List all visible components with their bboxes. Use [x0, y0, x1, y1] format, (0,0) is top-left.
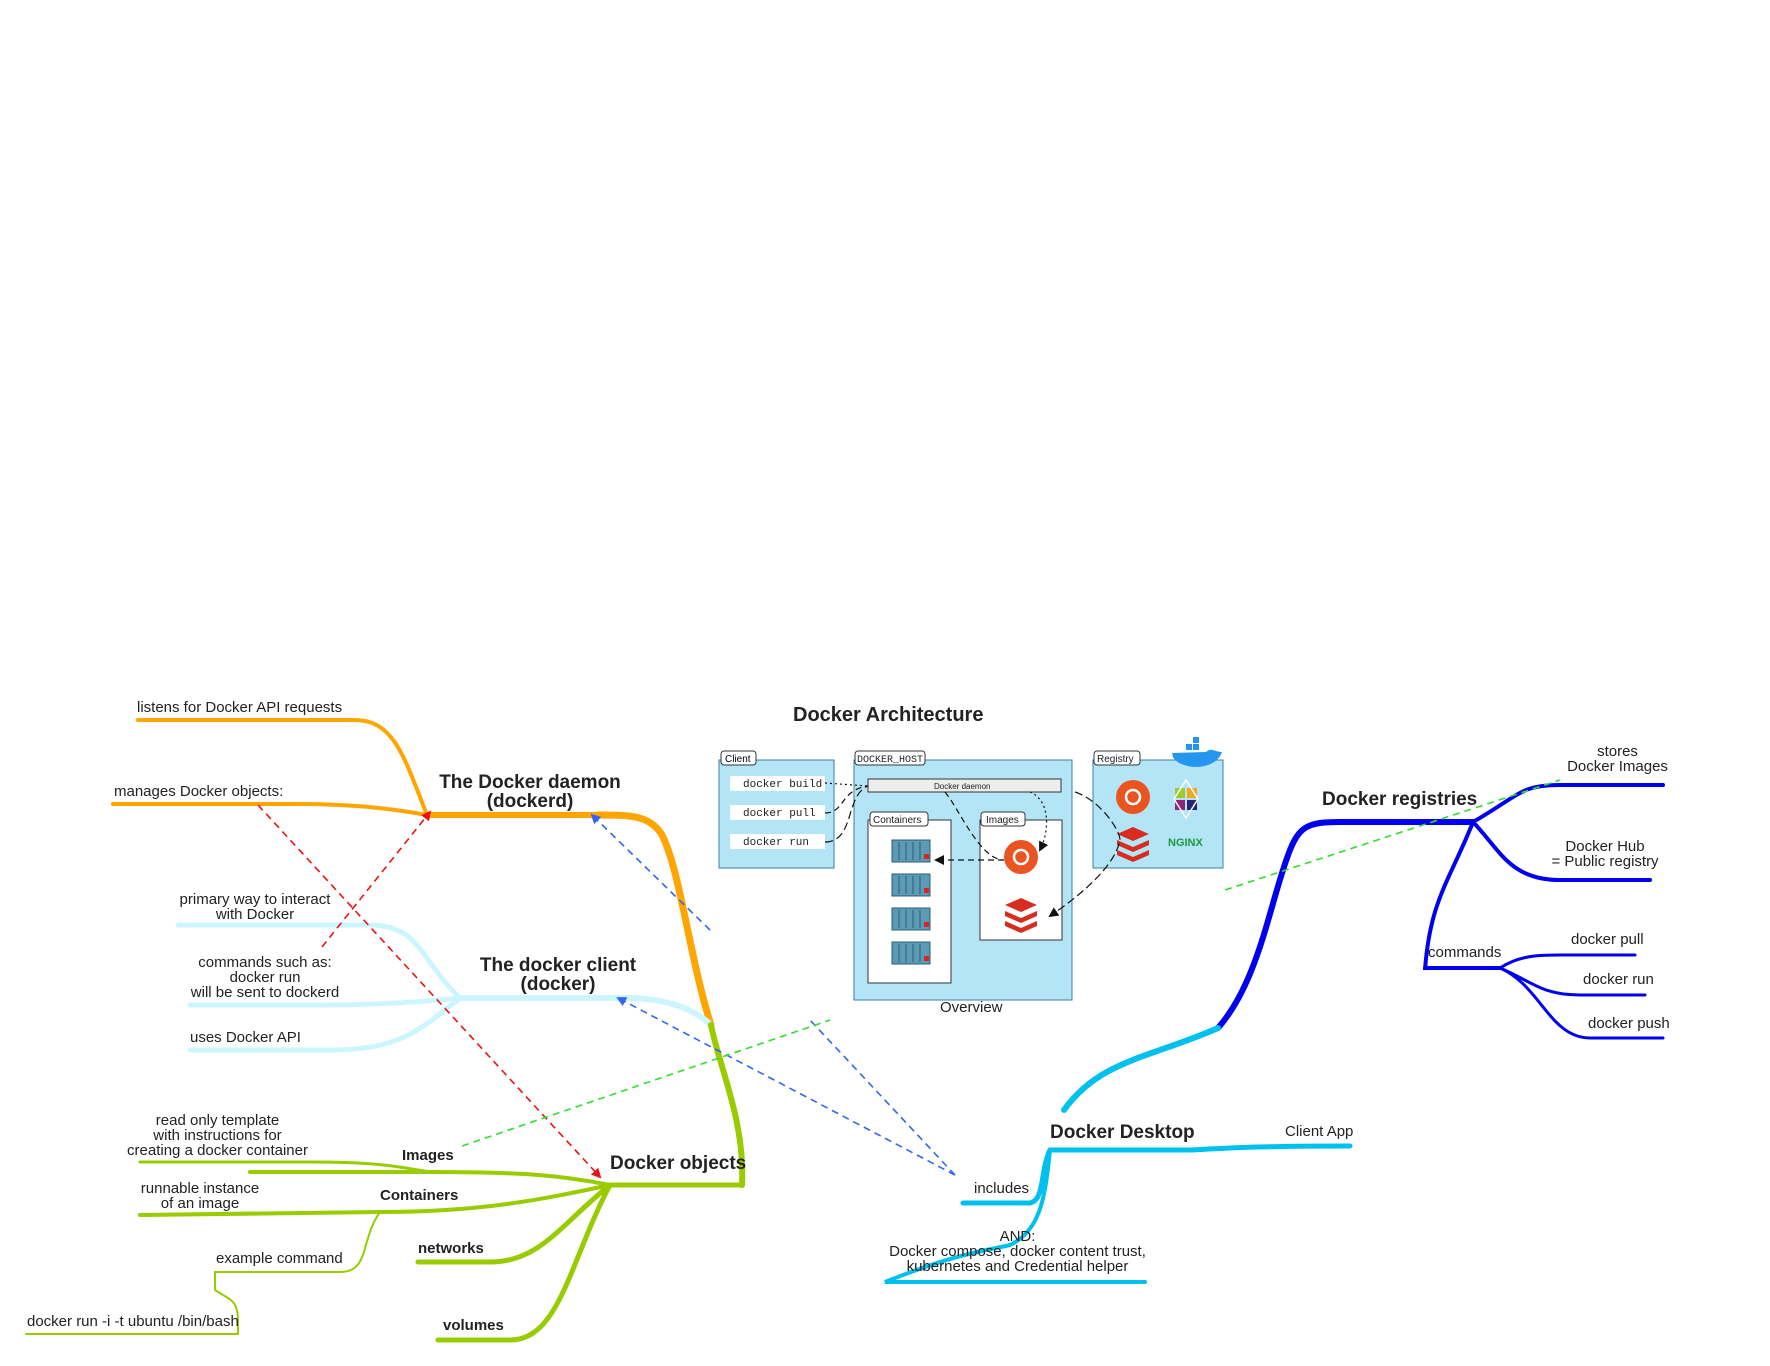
- daemon-stem: [594, 811, 715, 1029]
- objects-example-label: example command: [216, 1250, 343, 1267]
- arch-flow-lines: [824, 782, 1121, 918]
- objects-example-command: docker run -i -t ubuntu /bin/bash: [27, 1313, 239, 1330]
- registry-redis-icon: [1117, 827, 1149, 862]
- desktop-client-app: Client App: [1285, 1123, 1354, 1140]
- arch-daemon-bar: [867, 778, 1062, 793]
- arch-images-label: Images: [986, 815, 1019, 826]
- registries-stem: [1215, 819, 1343, 1031]
- registries-commands-label: commands: [1428, 944, 1502, 961]
- registries-branch-hub: [1471, 820, 1652, 882]
- arch-cmd-build-box: [730, 776, 825, 791]
- arch-cmd-build: docker build: [743, 779, 822, 791]
- daemon-title[interactable]: The Docker daemon (dockerd): [439, 772, 621, 812]
- arch-registry-box: [1092, 759, 1224, 869]
- arch-daemon-label: Docker daemon: [934, 782, 990, 791]
- desktop-branch-and: [884, 1148, 1147, 1284]
- arch-host-tab: [854, 750, 926, 766]
- registries-stores-label: stores Docker Images: [1567, 743, 1668, 775]
- green-dash-registries: [1224, 779, 1561, 891]
- objects-images-label[interactable]: Images: [402, 1147, 454, 1164]
- objects-branch-volumes: [435, 1182, 613, 1343]
- arch-client-tab: [720, 750, 757, 766]
- objects-branches: [25, 1022, 746, 1343]
- registries-cmd-pull: [1498, 953, 1637, 970]
- daemon-branch-manages: [111, 802, 429, 817]
- daemon-branches: [111, 718, 715, 1029]
- nginx-icon: NGINX: [1168, 837, 1204, 849]
- arch-registry-label: Registry: [1097, 754, 1134, 765]
- client-commands-label: commands such as: docker run will be sen…: [190, 954, 340, 1001]
- arch-containers-tab: [869, 811, 929, 827]
- container-stripes: [898, 842, 921, 962]
- arch-client-label: Client: [725, 754, 751, 765]
- desktop-branches: [884, 1025, 1353, 1284]
- architecture-caption: Overview: [940, 999, 1003, 1016]
- client-branch-primary: [175, 922, 463, 1001]
- blue-dash-to-daemon: [590, 813, 711, 931]
- ubuntu-icon: [1004, 840, 1038, 874]
- blue-dash-includes: [809, 1019, 956, 1176]
- desktop-and-note: AND: Docker compose, docker content trus…: [889, 1228, 1146, 1275]
- container-red-marks: [924, 854, 929, 961]
- centos-icon: [1173, 778, 1199, 820]
- desktop-stem: [1061, 1025, 1221, 1113]
- relationship-lines: [257, 779, 1561, 1179]
- red-dash-to-daemon: [321, 810, 432, 948]
- objects-branch-networks: [415, 1182, 613, 1265]
- docker-whale-icon: [1172, 737, 1222, 767]
- daemon-manages-label: manages Docker objects:: [114, 783, 284, 800]
- arch-registry-tab: [1093, 750, 1141, 766]
- registries-hub-label: Docker Hub = Public registry: [1551, 838, 1659, 870]
- objects-title[interactable]: Docker objects: [610, 1153, 747, 1174]
- objects-stem: [708, 1022, 746, 1188]
- green-dash-images: [461, 1019, 831, 1147]
- arch-containers-label: Containers: [873, 815, 921, 826]
- client-primary-label: primary way to interact with Docker: [179, 891, 331, 923]
- registries-cmd-push: docker push: [1588, 1015, 1670, 1032]
- registries-cmd-pull: docker pull: [1571, 931, 1644, 948]
- architecture-title: Docker Architecture: [793, 704, 984, 726]
- objects-volumes-label[interactable]: volumes: [443, 1317, 504, 1334]
- daemon-branch-listens: [136, 718, 429, 817]
- objects-containers-label[interactable]: Containers: [380, 1187, 459, 1204]
- arch-cmd-run: docker run: [743, 837, 809, 849]
- objects-images-note: read only template with instructions for…: [127, 1112, 308, 1159]
- registries-branches: [1215, 783, 1665, 1040]
- desktop-branch-client-app: [1187, 1143, 1353, 1153]
- registry-ubuntu-icon: [1116, 780, 1150, 814]
- arch-host-label: DOCKER_HOST: [857, 755, 923, 766]
- registries-cmd-push: [1498, 966, 1665, 1040]
- objects-branch-images-note: [138, 1160, 432, 1174]
- objects-networks-label[interactable]: networks: [418, 1240, 484, 1257]
- arch-cmd-run-box: [730, 834, 825, 849]
- arch-images-tab: [980, 811, 1026, 827]
- desktop-title[interactable]: Docker Desktop: [1050, 1122, 1195, 1143]
- arch-cmd-pull: docker pull: [743, 808, 816, 820]
- desktop-includes: includes: [974, 1180, 1030, 1197]
- daemon-listens-label: listens for Docker API requests: [137, 699, 343, 716]
- arch-cmd-pull-box: [730, 805, 825, 820]
- objects-containers-note: runnable instance of an image: [140, 1180, 260, 1212]
- blue-dash-to-client: [616, 997, 956, 1176]
- redis-icon: [1005, 898, 1037, 933]
- objects-branch-images: [248, 1170, 612, 1187]
- desktop-branch-includes: [960, 1147, 1053, 1206]
- architecture-diagram: Client docker build docker pull docker r…: [718, 737, 1224, 1001]
- registries-title[interactable]: Docker registries: [1322, 789, 1478, 810]
- registries-branch-commands: [1423, 820, 1475, 971]
- objects-branch-containers: [138, 1183, 612, 1217]
- registries-cmd-run: docker run: [1583, 971, 1654, 988]
- objects-branch-example: [214, 1211, 381, 1335]
- client-title[interactable]: The docker client (docker): [479, 955, 637, 995]
- client-branches: [175, 922, 714, 1053]
- client-stem: [622, 995, 714, 1028]
- red-dash-to-objects: [257, 804, 602, 1179]
- client-branch-commands: [187, 995, 463, 1008]
- registries-branch-stores: [1471, 783, 1665, 824]
- client-api-label: uses Docker API: [190, 1029, 301, 1046]
